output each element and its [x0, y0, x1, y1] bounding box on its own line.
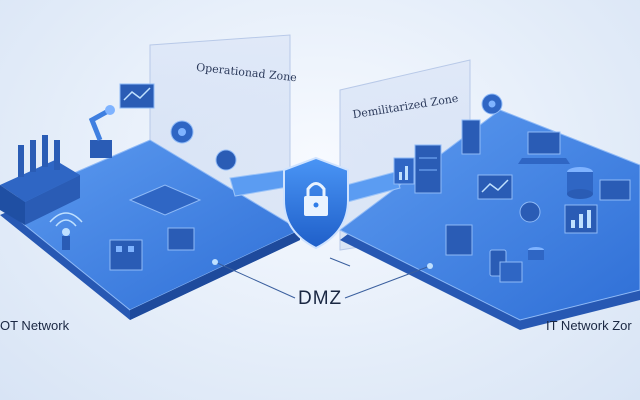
lock-badge-icon [215, 149, 237, 171]
ot-network-label: OT Network [0, 318, 70, 333]
dmz-connector-left [214, 261, 296, 299]
user-badge-icon [519, 201, 541, 223]
device-icon-it [445, 224, 473, 256]
it-network-label: IT Network Zor [546, 318, 632, 333]
device-icon [167, 227, 195, 251]
laptop-icon-2 [599, 179, 631, 201]
server-rack-icon [414, 144, 442, 194]
gear-icon-it [481, 93, 503, 115]
analytics-monitor-icon [564, 204, 598, 234]
chart-icon [393, 157, 415, 185]
connector-node-right [427, 263, 433, 269]
monitor-icon-it [477, 174, 513, 200]
tower-server-icon [461, 119, 481, 155]
monitor-icon [119, 83, 155, 109]
building-icon [109, 239, 143, 271]
gear-icon [170, 120, 194, 144]
wifi-antenna-icon [49, 212, 83, 250]
dmz-label: DMZ [298, 288, 343, 309]
grid-module-icon [128, 184, 202, 216]
laptop-icon [518, 131, 570, 164]
factory-icon [0, 135, 80, 225]
cylinder-icon [528, 247, 544, 260]
lock-shield-icon [283, 156, 349, 250]
flow-arrow [329, 257, 351, 267]
dmz-connector-right [344, 265, 431, 299]
robot-arm-icon [88, 105, 115, 158]
connector-node-left [212, 259, 218, 265]
database-icon [567, 167, 593, 199]
mini-chart-icon [499, 261, 523, 283]
